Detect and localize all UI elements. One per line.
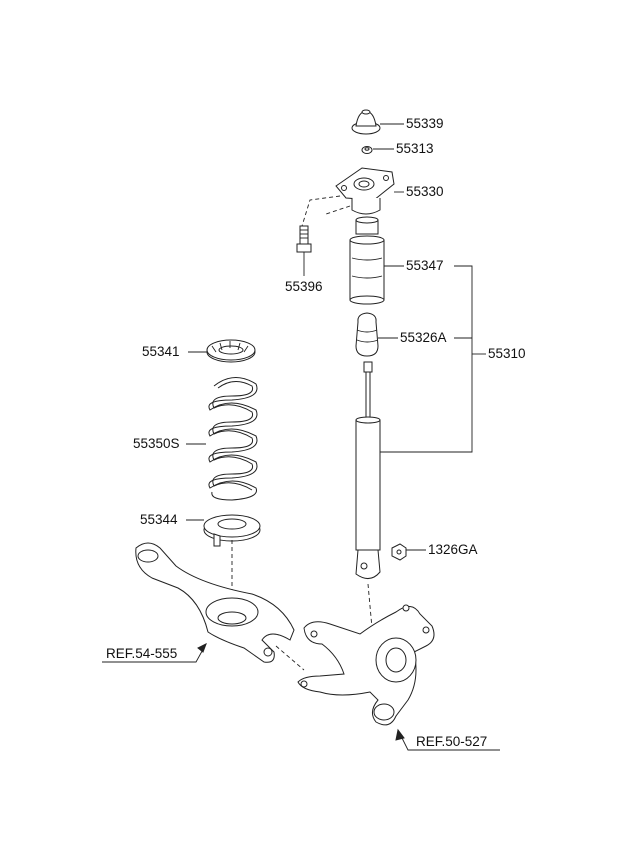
- ref-lower-arm: REF.54-555: [106, 646, 178, 661]
- part-55347-dust-boot: [349, 216, 385, 305]
- label-1326GA: 1326GA: [428, 542, 478, 557]
- label-55339: 55339: [406, 116, 444, 131]
- label-55396: 55396: [285, 279, 323, 294]
- part-55341-spring-pad: [206, 339, 256, 363]
- rear-knuckle: [297, 604, 435, 726]
- part-55396-bolt: [296, 225, 312, 253]
- part-55313-nut: [361, 146, 373, 154]
- ref-knuckle: REF.50-527: [416, 734, 488, 749]
- part-55350S-coil-spring: [208, 377, 258, 501]
- part-1326GA-nut: [391, 543, 407, 561]
- label-55330: 55330: [406, 184, 444, 199]
- part-55339-cap: [351, 109, 381, 135]
- lower-control-arm: [135, 542, 295, 663]
- label-55344: 55344: [140, 512, 178, 527]
- part-55330-mount: [335, 167, 395, 215]
- label-55313: 55313: [396, 141, 434, 156]
- part-55344-spring-seat: [203, 514, 261, 547]
- part-55326A-bump-stopper: [355, 312, 379, 357]
- label-55341: 55341: [142, 344, 180, 359]
- part-55310-shock-absorber: [355, 361, 381, 579]
- label-55347: 55347: [406, 258, 444, 273]
- label-55350S: 55350S: [133, 436, 180, 451]
- label-55310: 55310: [488, 346, 526, 361]
- label-55326A: 55326A: [400, 330, 447, 345]
